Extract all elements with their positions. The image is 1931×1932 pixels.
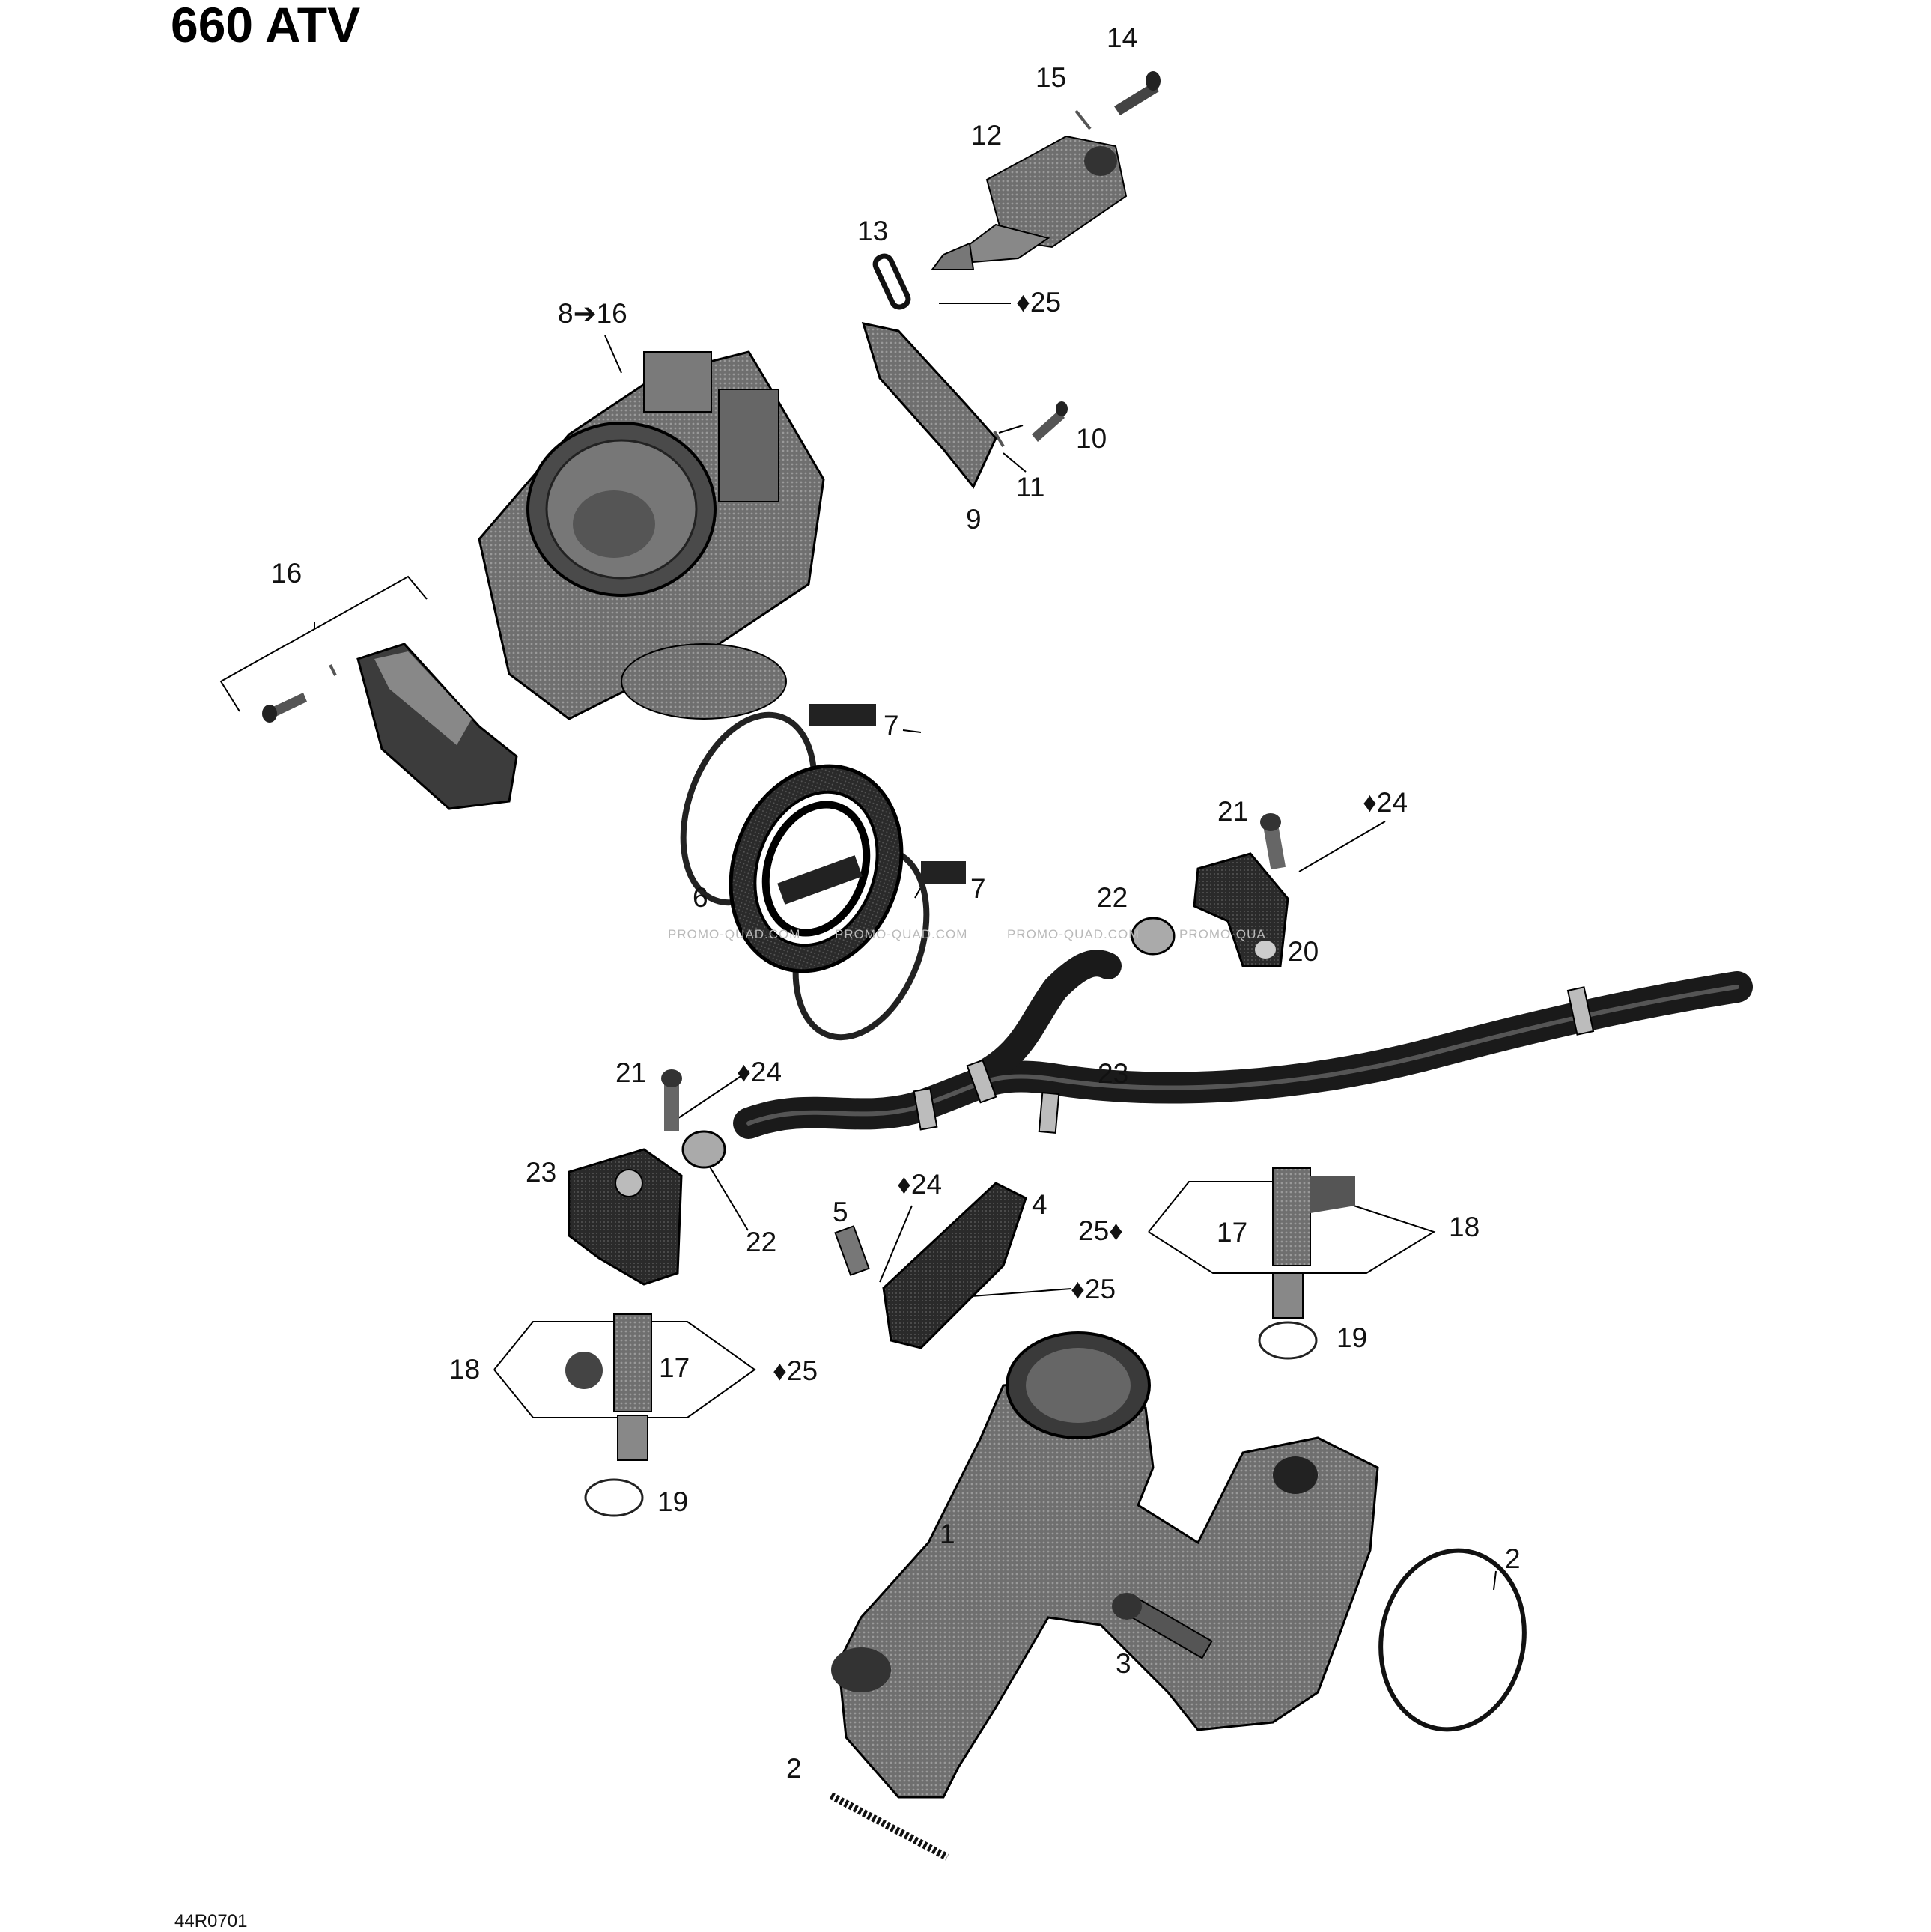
callout-14: 14 xyxy=(1107,22,1138,53)
callout-25: ♦25 xyxy=(1016,287,1062,318)
callout-7-bottom: 7 xyxy=(970,873,986,904)
injector-17-right xyxy=(1272,1167,1355,1319)
intake-manifold-1 xyxy=(831,1331,1379,1799)
hose-23 xyxy=(733,950,1753,1139)
callout-19-right: 19 xyxy=(1337,1322,1368,1353)
injector-17-left xyxy=(565,1313,652,1461)
callout-10: 10 xyxy=(1076,423,1107,454)
callout-3: 3 xyxy=(1116,1648,1131,1679)
callout-2-right: 2 xyxy=(1505,1543,1521,1574)
callout-1: 1 xyxy=(940,1519,955,1549)
callout-18-left: 18 xyxy=(449,1354,481,1385)
callout-25-sensor: ♦25 xyxy=(1071,1274,1116,1304)
callout-18-right: 18 xyxy=(1449,1212,1480,1242)
watermark: PROMO-QUAD.COM xyxy=(835,927,968,941)
callout-23-hose: 23 xyxy=(1098,1058,1129,1089)
callout-12: 12 xyxy=(971,120,1003,151)
callout-21-left: 21 xyxy=(615,1057,647,1088)
callout-25-value: 25 xyxy=(786,1355,818,1386)
leader-lines xyxy=(219,303,1497,1591)
callout-24-value: 24 xyxy=(910,1169,943,1200)
callout-19-left: 19 xyxy=(657,1486,689,1517)
intake-boot-6 xyxy=(729,764,904,973)
callout-11: 11 xyxy=(1016,472,1045,502)
cover-16 xyxy=(262,643,518,810)
callout-24-value: 24 xyxy=(1376,787,1408,818)
callout-25-right: 25♦ xyxy=(1078,1215,1124,1246)
callout-24-left: ♦24 xyxy=(737,1057,782,1087)
diagram-code: 44R0701 xyxy=(174,1911,248,1931)
callout-16-range: 16 xyxy=(596,298,627,329)
callout-22-left: 22 xyxy=(746,1227,777,1257)
callout-16: 16 xyxy=(271,558,302,589)
callout-15: 15 xyxy=(1036,62,1067,93)
callout-24-value: 24 xyxy=(750,1057,782,1087)
callout-5: 5 xyxy=(833,1197,848,1227)
callout-25-left: ♦25 xyxy=(773,1355,818,1386)
callout-4: 4 xyxy=(1032,1189,1047,1220)
callout-23-bracket: 23 xyxy=(526,1157,557,1188)
callout-20: 20 xyxy=(1288,936,1319,967)
watermark: PROMO-QUA xyxy=(1179,927,1266,941)
throttle-body-8 xyxy=(478,350,825,720)
callout-21-right: 21 xyxy=(1217,796,1249,827)
watermark: PROMO-QUAD.COM xyxy=(1007,927,1140,941)
callout-25-value: 25 xyxy=(1078,1215,1110,1246)
callout-2-left: 2 xyxy=(786,1753,802,1784)
callout-9: 9 xyxy=(966,504,982,535)
callout-22-right: 22 xyxy=(1097,882,1128,913)
callout-24-right: ♦24 xyxy=(1363,787,1408,818)
callout-17-right: 17 xyxy=(1217,1217,1248,1248)
callout-24-middle: ♦24 xyxy=(897,1169,943,1200)
valve-12 xyxy=(931,135,1128,270)
callout-8-to-16: 8➔16 xyxy=(558,298,627,329)
callout-6: 6 xyxy=(693,882,708,913)
callout-25-value: 25 xyxy=(1084,1274,1116,1304)
callout-7-top: 7 xyxy=(884,710,899,741)
diagram-title: 660 ATV xyxy=(171,0,361,52)
callout-17-left: 17 xyxy=(659,1352,690,1383)
callout-8: 8 xyxy=(558,298,574,329)
watermark: PROMO-QUAD.COM xyxy=(668,927,801,941)
screw-14 xyxy=(1114,71,1161,115)
callout-13: 13 xyxy=(857,216,889,246)
callout-25-value: 25 xyxy=(1030,287,1062,318)
